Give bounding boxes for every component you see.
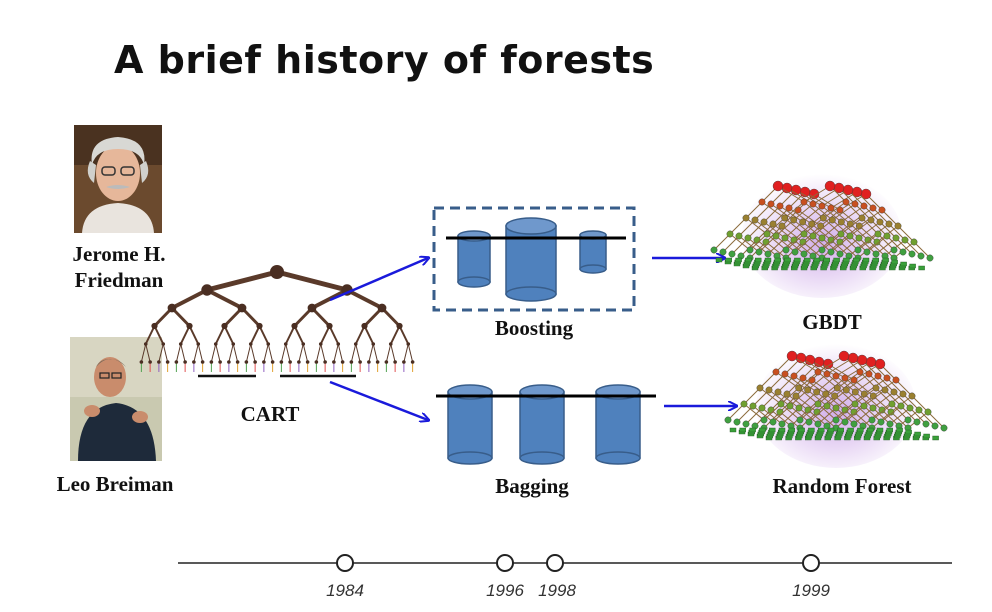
random-forest-label: Random Forest xyxy=(772,474,912,498)
timeline-marker-1984 xyxy=(336,554,354,572)
arrow-cart-to-bagging xyxy=(329,380,428,420)
cart-tree xyxy=(139,265,415,378)
random-forest-icon xyxy=(724,344,948,468)
bagging-label: Bagging xyxy=(495,474,569,498)
timeline-marker-1996 xyxy=(496,554,514,572)
timeline-year-1998: 1998 xyxy=(538,581,576,600)
timeline-year-1996: 1996 xyxy=(486,581,524,600)
boosting-cylinder-2 xyxy=(505,217,557,302)
timeline-marker-1999 xyxy=(802,554,820,572)
friedman-photo xyxy=(74,125,162,233)
bagging-cylinders xyxy=(436,384,656,465)
breiman-name: Leo Breiman xyxy=(56,472,174,496)
boosting-label: Boosting xyxy=(494,316,574,340)
breiman-photo xyxy=(70,337,162,461)
page-title: A brief history of forests xyxy=(114,38,655,82)
timeline-year-1984: 1984 xyxy=(326,581,364,600)
gbdt-label: GBDT xyxy=(802,310,862,334)
boosting-cylinder-3 xyxy=(579,230,607,274)
boosting-cylinders xyxy=(446,217,626,302)
gbdt-forest-icon xyxy=(710,174,934,298)
timeline-marker-1998 xyxy=(546,554,564,572)
bagging-cylinder-3 xyxy=(595,384,641,465)
friedman-name-line1: Jerome H. xyxy=(72,242,166,266)
arrow-cart-to-boosting xyxy=(329,258,428,302)
cart-label: CART xyxy=(240,402,300,426)
timeline xyxy=(178,554,952,572)
timeline-year-1999: 1999 xyxy=(792,581,830,600)
friedman-name-line2: Friedman xyxy=(74,268,164,292)
boosting-dashed-box xyxy=(432,206,636,312)
